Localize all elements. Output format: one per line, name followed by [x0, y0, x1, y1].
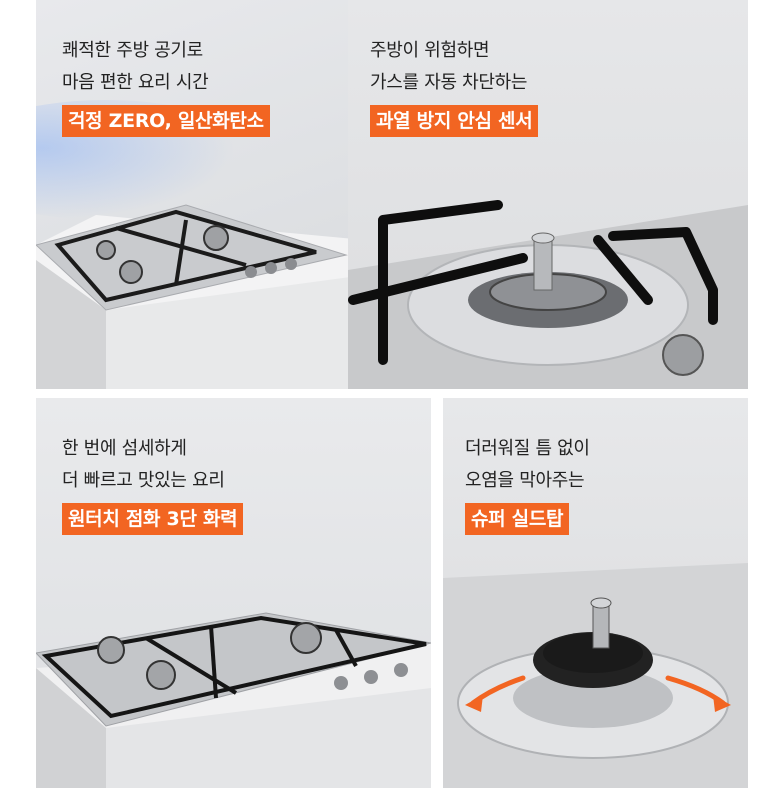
feature-panel-overheat-sensor: 주방이 위험하면 가스를 자동 차단하는 과열 방지 안심 센서 [348, 0, 748, 389]
gas-cooktop-image [36, 612, 431, 788]
feature-caption: 주방이 위험하면 가스를 자동 차단하는 과열 방지 안심 센서 [370, 35, 539, 138]
feature-panel-one-touch-ignition: 한 번에 섬세하게 더 빠르고 맛있는 요리 원터치 점화 3단 화력 [36, 398, 431, 788]
feature-highlight: 슈퍼 실드탑 [465, 503, 570, 535]
feature-panel-co-ventilation: 쾌적한 주방 공기로 마음 편한 요리 시간 걱정 ZERO, 일산화탄소 [36, 0, 365, 389]
caption-line-2: 가스를 자동 차단하는 [370, 72, 528, 93]
burner-grate-image [348, 200, 748, 389]
feature-highlight: 원터치 점화 3단 화력 [62, 503, 244, 535]
caption-line-1: 주방이 위험하면 [370, 40, 490, 61]
feature-panel-super-shield-top: 더러워질 틈 없이 오염을 막아주는 슈퍼 실드탑 [443, 398, 748, 788]
gas-cooktop-image [36, 100, 365, 389]
feature-highlight: 과열 방지 안심 센서 [370, 105, 539, 137]
caption-line-1: 한 번에 섬세하게 [62, 438, 187, 459]
feature-caption: 더러워질 틈 없이 오염을 막아주는 슈퍼 실드탑 [465, 433, 590, 536]
caption-line-2: 더 빠르고 맛있는 요리 [62, 470, 225, 491]
caption-line-1: 쾌적한 주방 공기로 [62, 40, 203, 61]
sealed-burner-image [443, 563, 748, 788]
feature-caption: 한 번에 섬세하게 더 빠르고 맛있는 요리 원터치 점화 3단 화력 [62, 433, 244, 536]
caption-line-2: 마음 편한 요리 시간 [62, 72, 209, 93]
feature-caption: 쾌적한 주방 공기로 마음 편한 요리 시간 걱정 ZERO, 일산화탄소 [62, 35, 270, 138]
feature-highlight: 걱정 ZERO, 일산화탄소 [62, 105, 270, 137]
caption-line-1: 더러워질 틈 없이 [465, 438, 590, 459]
caption-line-2: 오염을 막아주는 [465, 470, 585, 491]
